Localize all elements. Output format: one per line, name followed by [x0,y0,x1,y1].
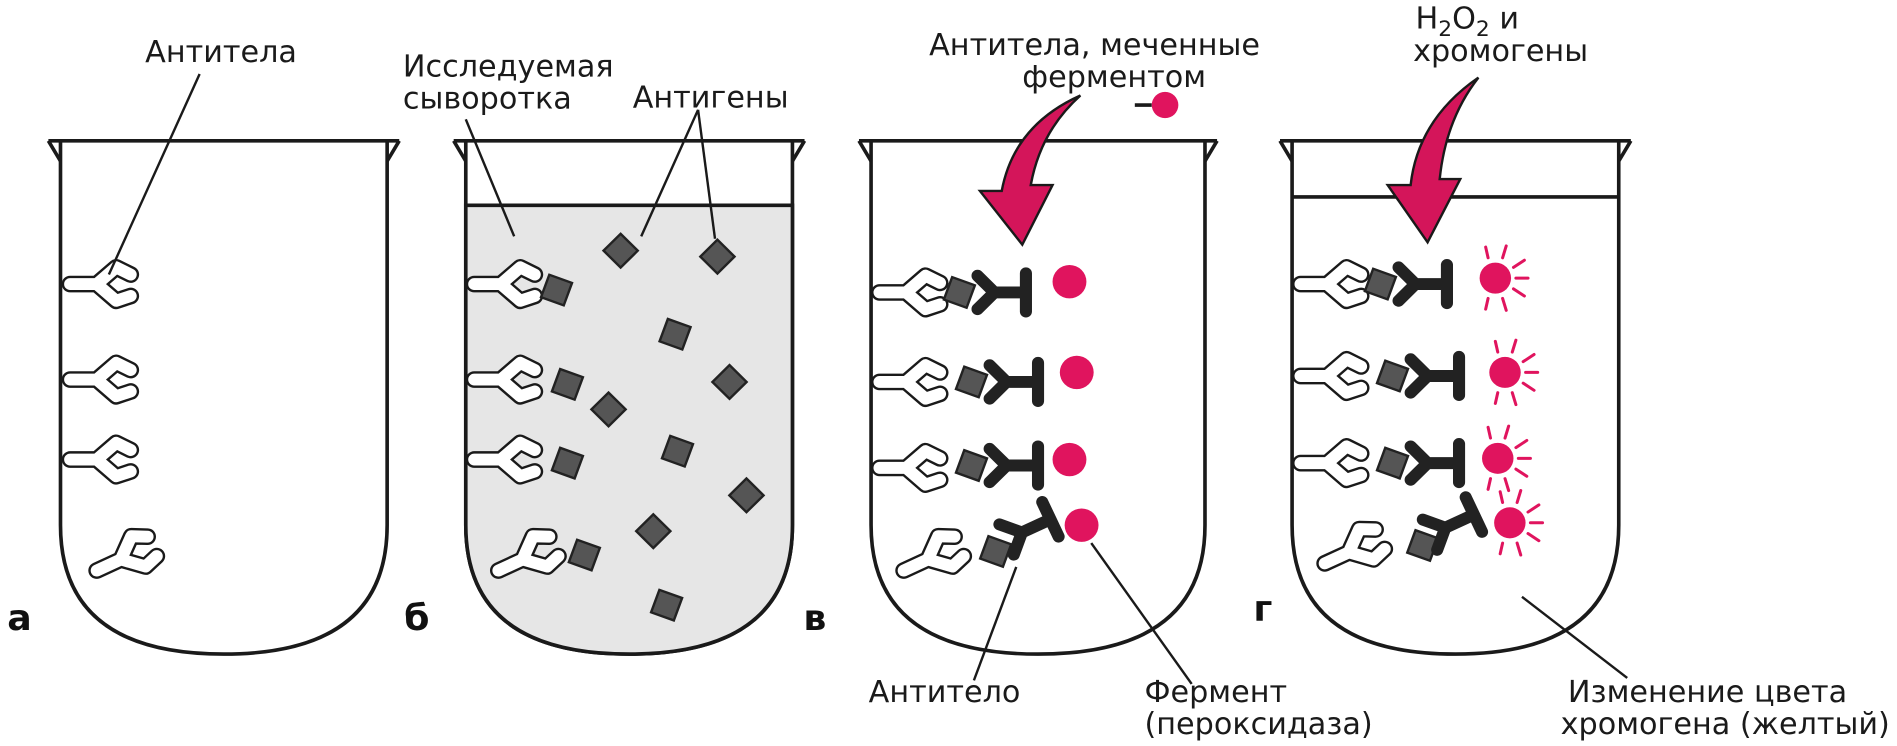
color-change-label-line1: Изменение цвета [1568,675,1847,710]
reagents-label-line2: хромогены [1413,34,1588,69]
panel-a: Антитела а [7,35,399,654]
labeled-antibodies-label-line1: Антитела, меченные [929,28,1260,63]
legend-enzyme-dot [1152,92,1179,118]
enzyme-label [1065,508,1099,541]
panel-b: Исследуемая сыворотка Антигены б [403,50,805,655]
serum-label-line1: Исследуемая [403,50,614,85]
panel-v: Антитела, меченные ферментом Антитело Фе… [803,28,1372,742]
enzyme-label-line2: (пероксидаза) [1144,707,1372,742]
panel-letter-b: б [404,597,429,639]
enzyme-label [1053,265,1087,298]
enzyme-label [1060,356,1094,389]
serum-label-line2: сыворотка [403,82,572,117]
enzyme-label-line1: Фермент [1144,675,1287,710]
panel-letter-a: а [7,597,31,639]
panel-g: H2O2 и хромогены Изменение цвета хромоге… [1253,2,1889,742]
panel-letter-v: в [803,597,826,639]
antigens-label: Антигены [633,81,789,116]
antibodies-label: Антитела [145,35,297,70]
enzyme-label [1053,443,1087,476]
antibody-label: Антитело [869,675,1021,710]
color-change-label-line2: хромогена (желтый) [1561,707,1890,742]
labeled-antibodies-label-line2: ферментом [1022,60,1206,95]
panel-letter-g: г [1253,588,1272,630]
